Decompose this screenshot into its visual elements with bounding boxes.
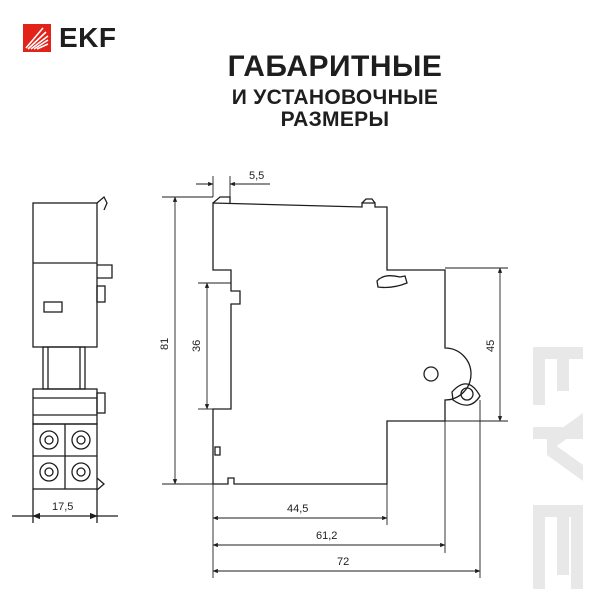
dim-front-panel-height: 36: [191, 340, 203, 352]
ekf-watermark: [533, 347, 583, 589]
dim-depth-to-panel: 44,5: [287, 503, 308, 515]
dim-front-width: 17,5: [52, 501, 73, 513]
dim-total-height: 81: [159, 338, 171, 350]
dim-total-depth: 72: [337, 556, 349, 568]
page-title-line-1: ГАБАРИТНЫЕ: [227, 50, 443, 83]
side-view: [212, 196, 481, 485]
dim-rail-height: 45: [485, 340, 497, 352]
brand-logo: EKF: [23, 24, 117, 52]
dim-lever-thickness: 5,5: [249, 170, 264, 182]
page-title-line-2: И УСТАНОВОЧНЫЕ: [231, 86, 439, 109]
front-view: [12, 195, 118, 523]
page-title-line-3: РАЗМЕРЫ: [280, 108, 390, 131]
ekf-logo-mark-icon: [23, 24, 51, 52]
brand-name: EKF: [59, 22, 117, 53]
dim-depth-to-rail: 61,2: [316, 530, 337, 542]
